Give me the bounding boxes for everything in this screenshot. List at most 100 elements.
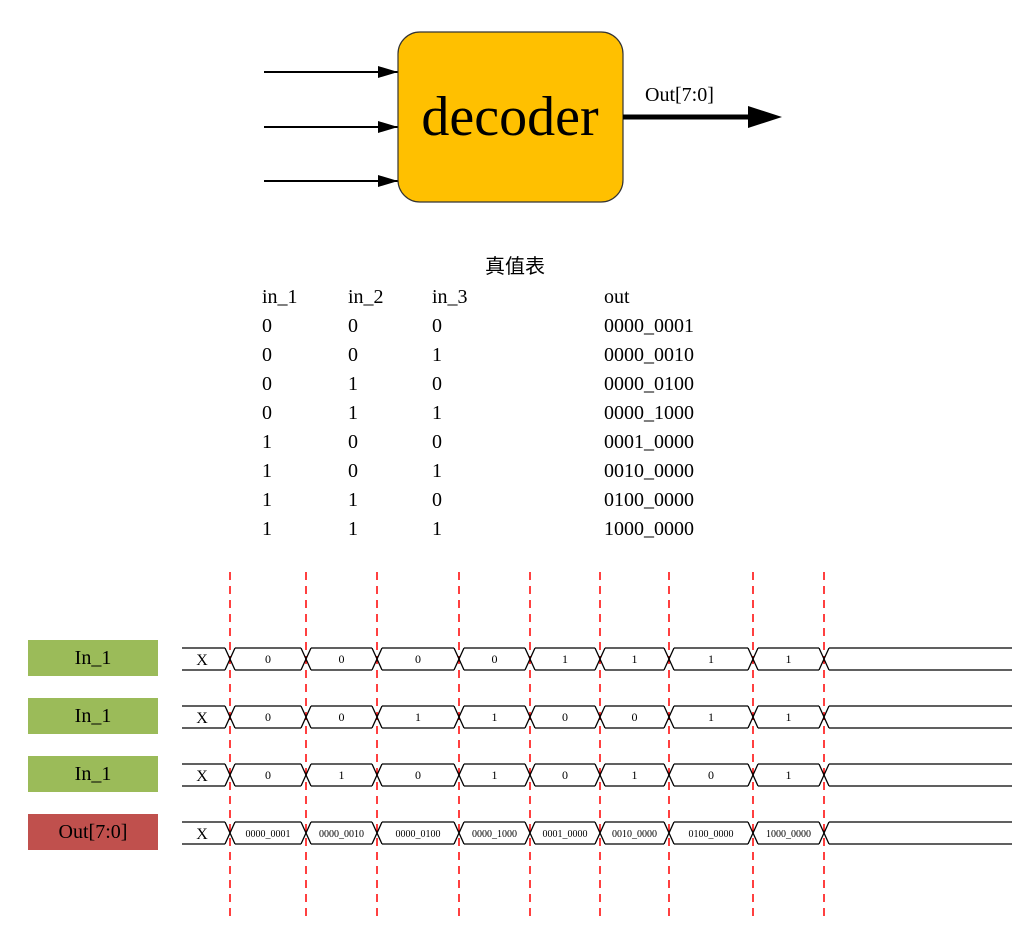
truth-table-header-row: in_1 in_2 in_3 out (262, 283, 744, 312)
truth-table-cell: 0 (348, 460, 358, 482)
bus-transition (371, 821, 383, 845)
bus-value: 0010_0000 (612, 829, 657, 840)
truth-table-row: 1 0 0 0001_0000 (262, 428, 744, 457)
bus-value: 1 (786, 652, 792, 666)
bus-value: 0000_0010 (319, 829, 364, 840)
bus-transition (453, 705, 465, 729)
truth-table-cell: 0 (348, 315, 358, 337)
truth-table-cell: 1 (262, 431, 272, 453)
bus-transition (300, 647, 312, 671)
bus-transition (818, 821, 830, 845)
truth-table-cell: 0 (432, 315, 442, 337)
bus-transition (594, 705, 606, 729)
truth-table-row: 1 0 1 0010_0000 (262, 457, 744, 486)
input-arrowhead-2 (378, 121, 398, 133)
truth-table-cell: 0 (262, 373, 272, 395)
output-arrowhead (748, 106, 782, 128)
bus-value: 0000_1000 (472, 829, 517, 840)
signal-label-in-2: In_1 (28, 698, 158, 734)
truth-table-row: 0 0 0 0000_0001 (262, 312, 744, 341)
truth-table-title: 真值表 (485, 254, 545, 278)
truth-table-cell: 1 (432, 344, 442, 366)
bus-value: 1 (708, 710, 714, 724)
truth-table-cell: 0100_0000 (604, 489, 694, 511)
bus-transition (663, 763, 675, 787)
bus-value: 0 (632, 710, 638, 724)
bus-transition (747, 647, 759, 671)
input-arrowhead-1 (378, 66, 398, 78)
bus-value: X (196, 710, 208, 727)
bus-value: 1 (632, 768, 638, 782)
truth-table-row: 0 1 1 0000_1000 (262, 399, 744, 428)
bus-value: 1 (786, 710, 792, 724)
bus-value: 1 (708, 652, 714, 666)
bus-transition (300, 763, 312, 787)
truth-table-cell: 0 (432, 489, 442, 511)
bus-transition (524, 821, 536, 845)
bus-transition (371, 763, 383, 787)
truth-table-cell: 0 (432, 373, 442, 395)
truth-table-cell: 0 (348, 344, 358, 366)
truth-table-header: in_2 (348, 286, 384, 308)
bus-transition (818, 647, 830, 671)
bus-value: 1000_0000 (766, 829, 811, 840)
truth-table-cell: 0 (262, 315, 272, 337)
bus-value: 1 (786, 768, 792, 782)
input-arrowhead-3 (378, 175, 398, 187)
bus-value: X (196, 652, 208, 669)
output-label: Out[7:0] (645, 84, 714, 106)
truth-table-cell: 1 (262, 489, 272, 511)
bus-transition (594, 647, 606, 671)
bus-value: 0 (415, 768, 421, 782)
bus-value: 0 (265, 768, 271, 782)
truth-table-cell: 0 (262, 344, 272, 366)
bus-transition (594, 763, 606, 787)
truth-table-cell: 0000_1000 (604, 402, 694, 424)
truth-table-cell: 1 (262, 518, 272, 540)
bus-value: X (196, 826, 208, 843)
bus-value: 0000_0001 (246, 829, 291, 840)
bus-value: 0 (708, 768, 714, 782)
bus-transition (453, 763, 465, 787)
signal-label-in-1: In_1 (28, 640, 158, 676)
truth-table-cell: 1 (348, 402, 358, 424)
truth-table-row: 1 1 0 0100_0000 (262, 486, 744, 515)
truth-table-cell: 0001_0000 (604, 431, 694, 453)
bus-value: 0100_0000 (689, 829, 734, 840)
bus-transition (524, 647, 536, 671)
truth-table-cell: 0000_0100 (604, 373, 694, 395)
bus-transition (818, 705, 830, 729)
signal-label-in-3: In_1 (28, 756, 158, 792)
bus-value: 0 (492, 652, 498, 666)
bus-value: X (196, 768, 208, 785)
bus-transition (224, 821, 236, 845)
truth-table-cell: 0000_0001 (604, 315, 694, 337)
bus-transition (524, 763, 536, 787)
cycle-markers (229, 572, 825, 920)
truth-table-header: out (604, 286, 630, 308)
bus-transition (300, 705, 312, 729)
truth-table-cell: 0000_0010 (604, 344, 694, 366)
bus-transition (747, 821, 759, 845)
bus-transition (594, 821, 606, 845)
bus-transition (524, 705, 536, 729)
bus-transition (747, 705, 759, 729)
truth-table-cell: 1 (432, 460, 442, 482)
bus-transition (224, 705, 236, 729)
bus-transition (224, 763, 236, 787)
truth-table-row: 1 1 1 1000_0000 (262, 515, 744, 544)
bus-value: 1 (632, 652, 638, 666)
bus-transition (747, 763, 759, 787)
signal-label-out: Out[7:0] (28, 814, 158, 850)
truth-table-header: in_3 (432, 286, 468, 308)
bus-transition (453, 821, 465, 845)
bus-transition (663, 647, 675, 671)
truth-table-cell: 0010_0000 (604, 460, 694, 482)
truth-table-row: 0 1 0 0000_0100 (262, 370, 744, 399)
truth-table-row: 0 0 1 0000_0010 (262, 341, 744, 370)
truth-table-cell: 0 (348, 431, 358, 453)
truth-table-cell: 0 (432, 431, 442, 453)
bus-value: 0 (265, 710, 271, 724)
